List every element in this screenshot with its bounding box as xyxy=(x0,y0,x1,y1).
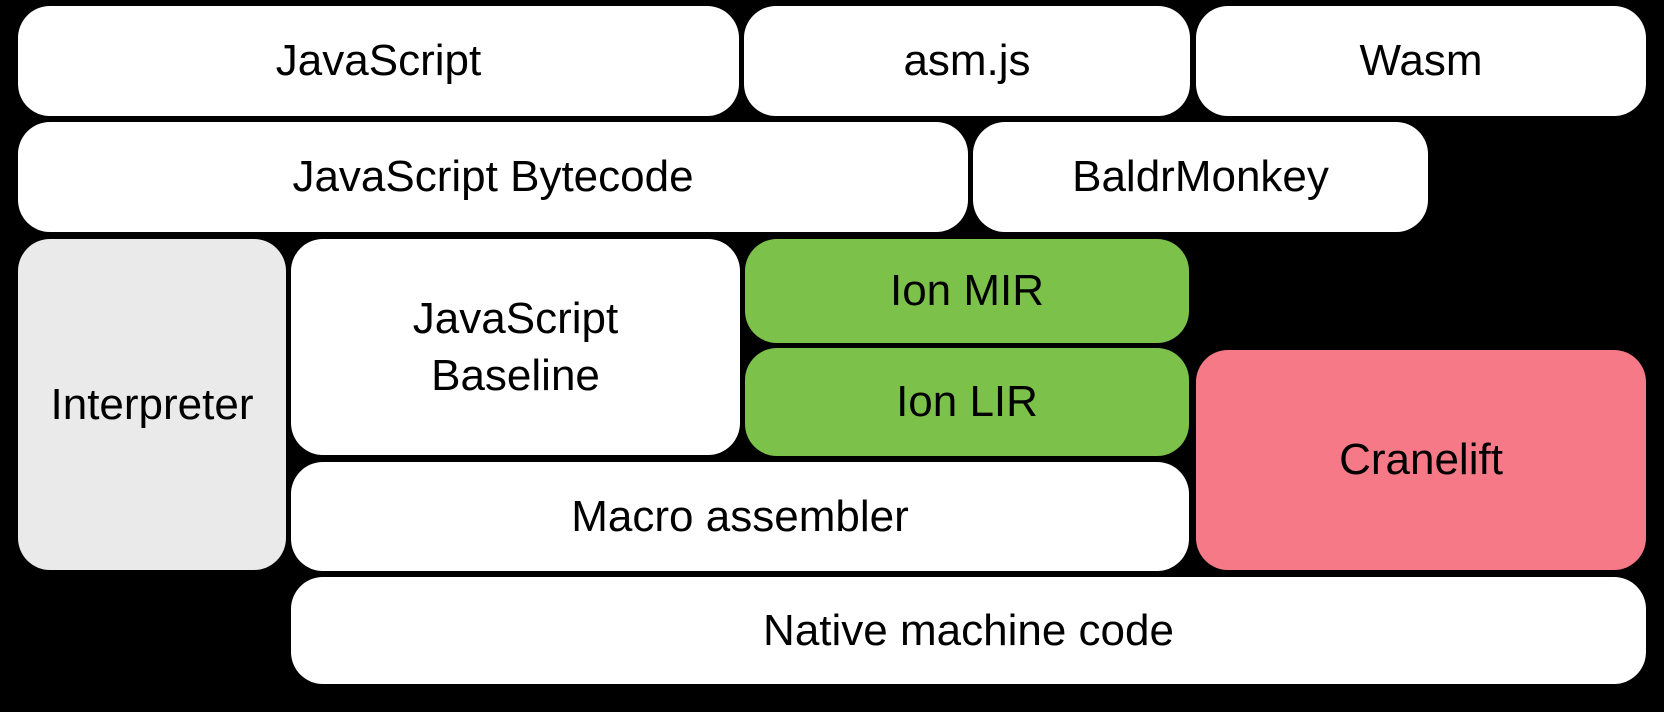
box-javascript-label: JavaScript xyxy=(275,36,482,86)
box-javascript-baseline-label: JavaScript Baseline xyxy=(412,293,619,400)
box-macro-assembler-label: Macro assembler xyxy=(571,491,909,541)
box-macro-assembler: Macro assembler xyxy=(291,462,1189,571)
box-asmjs: asm.js xyxy=(744,6,1190,116)
box-ion-mir: Ion MIR xyxy=(745,239,1189,343)
box-cranelift-label: Cranelift xyxy=(1339,435,1503,485)
box-cranelift: Cranelift xyxy=(1196,350,1646,570)
box-javascript-baseline: JavaScript Baseline xyxy=(291,239,740,455)
box-wasm-label: Wasm xyxy=(1359,36,1483,86)
box-ion-lir-label: Ion LIR xyxy=(896,377,1038,427)
box-ion-mir-label: Ion MIR xyxy=(889,266,1045,316)
box-javascript-bytecode-label: JavaScript Bytecode xyxy=(292,152,694,202)
box-baldrmonkey-label: BaldrMonkey xyxy=(1072,152,1329,202)
box-native-machine-code-label: Native machine code xyxy=(763,605,1174,655)
box-asmjs-label: asm.js xyxy=(903,36,1031,86)
box-wasm: Wasm xyxy=(1196,6,1646,116)
box-interpreter-label: Interpreter xyxy=(50,379,254,429)
box-native-machine-code: Native machine code xyxy=(291,577,1646,684)
box-ion-lir: Ion LIR xyxy=(745,348,1189,456)
box-javascript: JavaScript xyxy=(18,6,739,116)
box-interpreter: Interpreter xyxy=(18,239,286,570)
box-javascript-bytecode: JavaScript Bytecode xyxy=(18,122,968,232)
box-baldrmonkey: BaldrMonkey xyxy=(973,122,1428,232)
